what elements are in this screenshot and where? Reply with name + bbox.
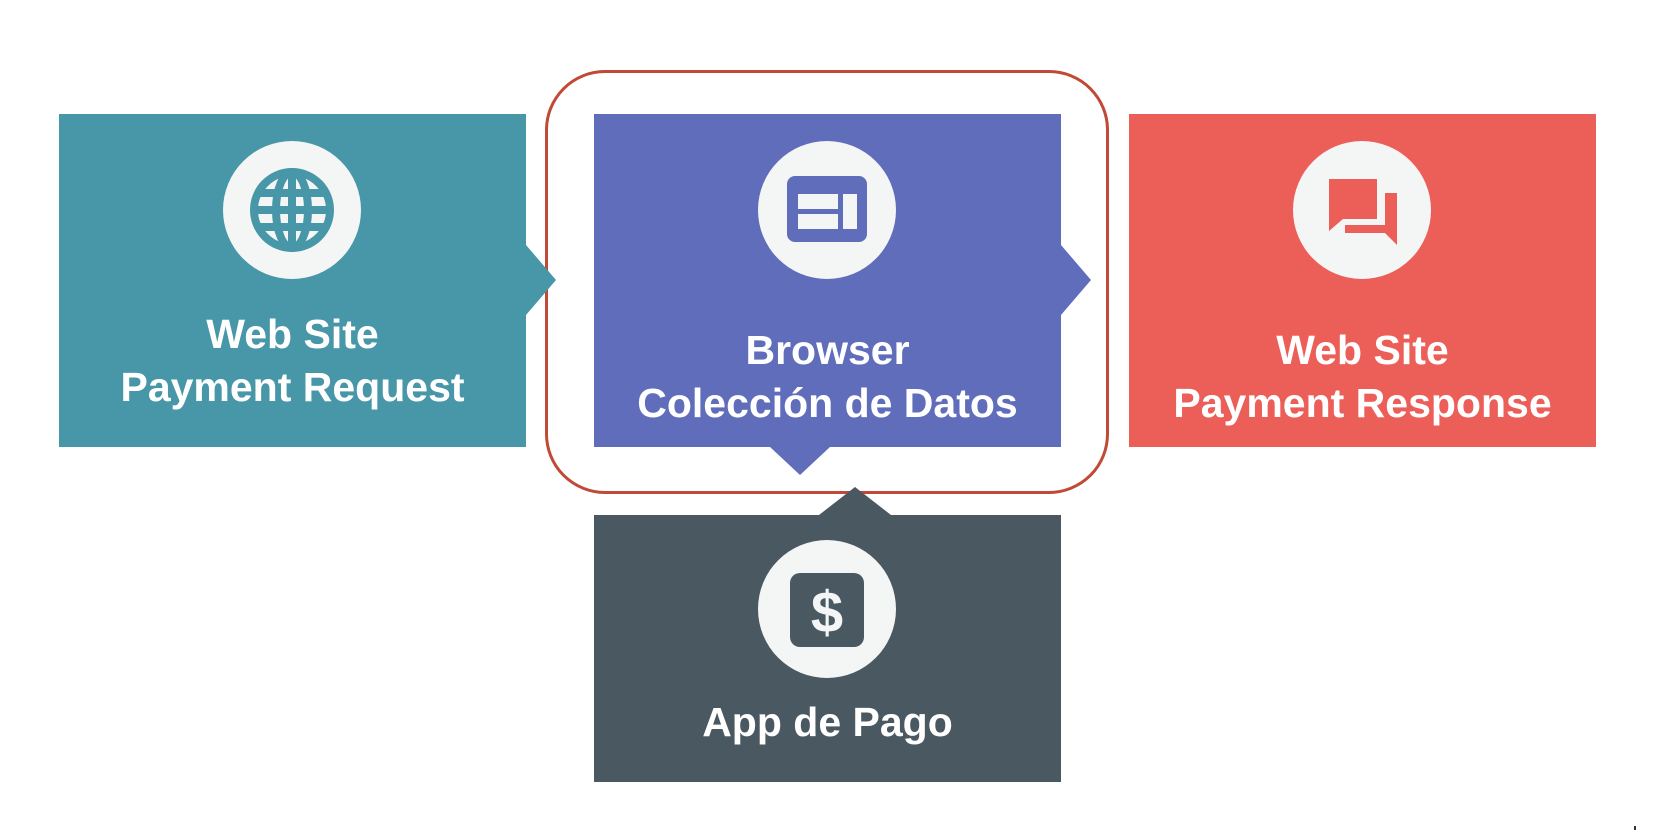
browser-line2: Colección de Datos	[637, 380, 1018, 426]
arrow-browser-to-response	[1061, 245, 1091, 315]
browser-window-icon	[758, 141, 896, 279]
payment-response-line2: Payment Response	[1173, 380, 1552, 426]
payment-request-line2: Payment Request	[120, 364, 465, 410]
browser-data-collection-step: Browser Colección de Datos	[594, 114, 1061, 447]
payment-app-step: $ App de Pago	[594, 515, 1061, 782]
dollar-icon: $	[758, 540, 896, 678]
payment-response-step: Web Site Payment Response	[1129, 114, 1596, 447]
payment-app-line1: App de Pago	[702, 699, 953, 745]
corner-mark	[1634, 826, 1636, 830]
arrow-browser-to-app	[770, 447, 830, 475]
payment-response-line1: Web Site	[1276, 327, 1449, 373]
payment-response-label: Web Site Payment Response	[1129, 324, 1596, 430]
browser-label: Browser Colección de Datos	[594, 324, 1061, 430]
arrow-app-to-browser	[819, 487, 891, 515]
payment-app-label: App de Pago	[594, 696, 1061, 749]
chat-bubbles-icon	[1293, 141, 1431, 279]
browser-line1: Browser	[745, 327, 910, 373]
arrow-request-to-browser	[526, 245, 556, 315]
payment-request-label: Web Site Payment Request	[59, 308, 526, 414]
globe-icon	[223, 141, 361, 279]
svg-text:$: $	[811, 580, 843, 645]
payment-request-line1: Web Site	[206, 311, 379, 357]
payment-request-step: Web Site Payment Request	[59, 114, 526, 447]
